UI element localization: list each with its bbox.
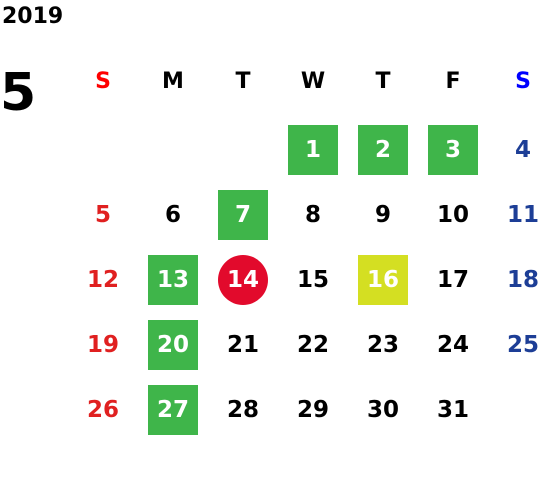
weekday-saturday: S [515, 69, 531, 94]
day-number: 30 [366, 397, 399, 423]
day-cell[interactable]: 21 [208, 313, 278, 378]
day-number: 10 [436, 202, 469, 228]
day-number: 14 [218, 255, 268, 305]
day-number: 1 [288, 125, 338, 175]
weekday-monday: M [162, 69, 184, 94]
day-cell[interactable]: 12 [68, 248, 138, 313]
day-cell[interactable]: 1 [278, 118, 348, 183]
day-cell[interactable]: 29 [278, 378, 348, 443]
day-cell[interactable]: 17 [418, 248, 488, 313]
day-cell[interactable]: 19 [68, 313, 138, 378]
day-cell[interactable]: 25 [488, 313, 548, 378]
day-number: 28 [226, 397, 259, 423]
day-number: 12 [86, 267, 119, 293]
day-cell[interactable]: 22 [278, 313, 348, 378]
day-cell[interactable]: 6 [138, 183, 208, 248]
day-cell[interactable]: 23 [348, 313, 418, 378]
weekday-thursday: T [375, 69, 391, 94]
day-cell[interactable]: 14 [208, 248, 278, 313]
year-label: 2019 [2, 4, 64, 29]
day-number: 5 [94, 202, 111, 228]
day-cell[interactable]: 10 [418, 183, 488, 248]
day-cell[interactable]: 13 [138, 248, 208, 313]
day-number: 17 [436, 267, 469, 293]
day-number: 7 [218, 190, 268, 240]
month-label: 5 [0, 63, 37, 123]
day-number: 29 [296, 397, 329, 423]
day-number: 22 [296, 332, 329, 358]
day-cell[interactable]: 28 [208, 378, 278, 443]
day-cell[interactable]: 3 [418, 118, 488, 183]
weekday-header: S M T W T F S [68, 62, 548, 102]
day-cell[interactable]: 11 [488, 183, 548, 248]
day-cell[interactable]: 16 [348, 248, 418, 313]
day-number: 19 [86, 332, 119, 358]
day-cell[interactable]: 4 [488, 118, 548, 183]
weekday-friday: F [445, 69, 461, 94]
day-number: 15 [296, 267, 329, 293]
day-cell[interactable]: 5 [68, 183, 138, 248]
day-number: 21 [226, 332, 259, 358]
day-cell[interactable]: 30 [348, 378, 418, 443]
weekday-wednesday: W [300, 69, 326, 94]
day-number: 20 [148, 320, 198, 370]
day-number: 16 [358, 255, 408, 305]
weekday-tuesday: T [235, 69, 251, 94]
day-number: 25 [506, 332, 539, 358]
day-number: 23 [366, 332, 399, 358]
day-number: 31 [436, 397, 469, 423]
day-cell[interactable]: 8 [278, 183, 348, 248]
day-number: 3 [428, 125, 478, 175]
day-number: 13 [148, 255, 198, 305]
day-cell[interactable]: 15 [278, 248, 348, 313]
day-number: 4 [514, 137, 531, 163]
day-number: 27 [148, 385, 198, 435]
day-number: 6 [164, 202, 181, 228]
day-number: 11 [506, 202, 539, 228]
day-cell[interactable]: 9 [348, 183, 418, 248]
day-number: 18 [506, 267, 539, 293]
day-cell[interactable]: 31 [418, 378, 488, 443]
day-cell[interactable]: 20 [138, 313, 208, 378]
day-cell[interactable]: 24 [418, 313, 488, 378]
day-cell[interactable]: 18 [488, 248, 548, 313]
day-number: 24 [436, 332, 469, 358]
day-number: 2 [358, 125, 408, 175]
day-number: 9 [374, 202, 391, 228]
day-cell[interactable]: 26 [68, 378, 138, 443]
day-number: 8 [304, 202, 321, 228]
day-cell[interactable]: 27 [138, 378, 208, 443]
day-cell[interactable]: 2 [348, 118, 418, 183]
weekday-sunday: S [95, 69, 111, 94]
day-number: 26 [86, 397, 119, 423]
day-cell[interactable]: 7 [208, 183, 278, 248]
